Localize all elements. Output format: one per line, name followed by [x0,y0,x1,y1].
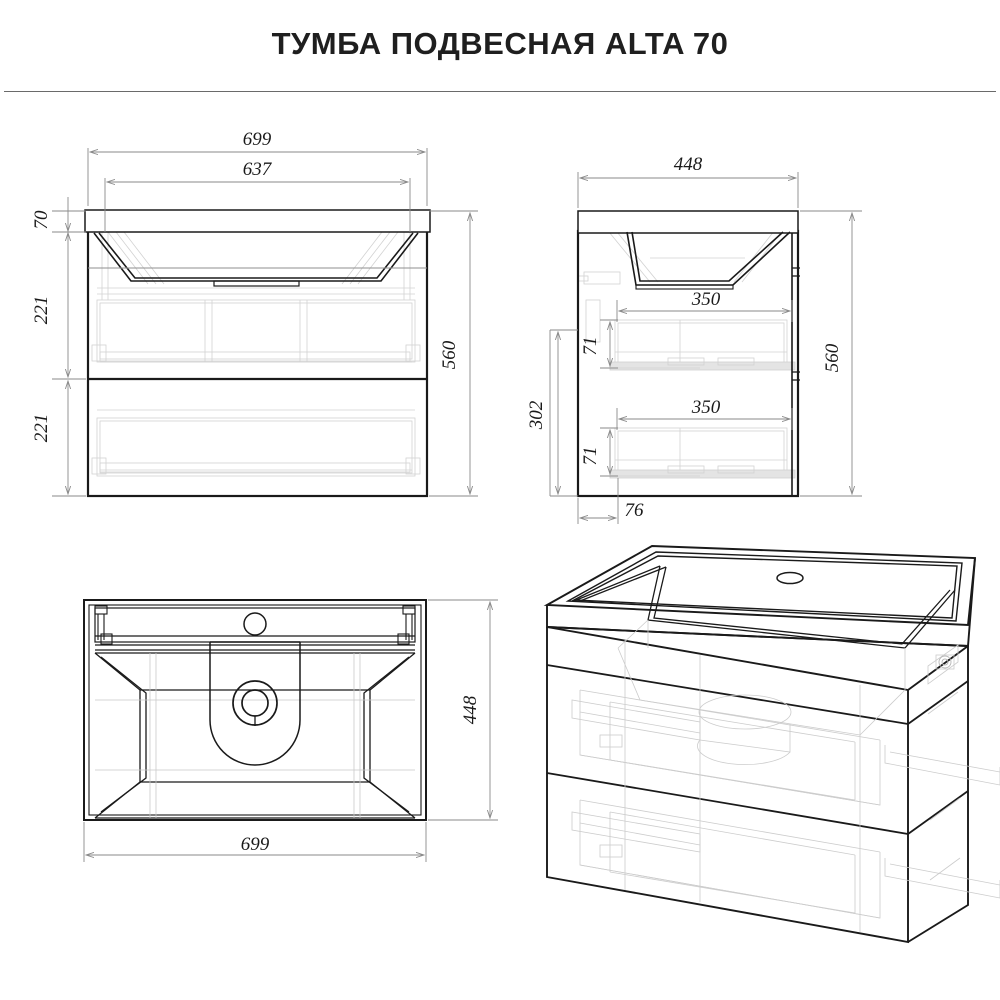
view-top: 699 448 [83,599,498,862]
view-front: 699 637 70 221 221 560 [31,129,478,498]
top-hidden-lines [95,653,415,818]
dim-front-drawer2-height: 221 [31,414,52,443]
top-dimensions [83,599,498,862]
side-dimensions [549,172,862,524]
front-dimension-labels: 699 637 70 221 221 560 [31,129,460,442]
dim-side-overall-height: 560 [822,343,843,372]
side-dimension-labels: 448 350 350 71 71 302 76 560 [526,154,843,521]
faucet-hole-icon [243,612,267,636]
view-isometric [543,545,1000,944]
top-basin-walls [94,652,416,819]
dim-front-countertop-height: 70 [31,210,52,230]
top-carcass-outline [83,599,427,821]
drain-hole-icon [232,680,278,726]
dim-top-overall-depth: 448 [460,695,481,724]
dim-side-drawer1-height: 71 [580,337,601,356]
dim-side-overall-depth: 448 [674,154,703,175]
front-sink-basin [93,232,419,287]
dim-side-base-offset: 76 [625,500,645,521]
dim-side-drawer-span: 302 [526,400,547,430]
dim-front-overall-height: 560 [439,340,460,369]
front-hidden-lines [91,225,421,477]
side-countertop [577,210,799,234]
iso-hardware-icon [938,655,952,669]
top-dimension-labels: 699 448 [241,695,481,855]
top-basin-bowl [209,641,301,766]
iso-faucet-hole-icon [776,571,804,585]
title-divider [4,91,996,92]
front-cabinet-outline [86,229,429,498]
side-sink-basin [626,231,791,290]
side-hidden-lines [577,220,796,479]
side-hanger-marks [792,267,800,381]
iso-cabinet-outline [546,626,969,944]
iso-basin-slope [573,565,956,649]
iso-sink-rim [565,551,963,622]
dim-front-overall-width: 699 [243,129,272,150]
front-countertop [84,209,431,233]
top-corner-brackets [94,605,416,645]
view-side: 448 350 350 71 71 302 76 560 [526,154,862,524]
dim-front-drawer1-height: 221 [31,296,52,325]
top-rear-rail [94,607,416,651]
iso-hidden-lines [571,619,1000,932]
front-dimensions [52,148,478,497]
page-title: ТУМБА ПОДВЕСНАЯ ALTA 70 [271,26,729,61]
dim-side-drawer2-height: 71 [580,447,601,466]
dim-front-inner-width: 637 [243,159,273,180]
iso-drawer-divisions [546,664,969,835]
dim-side-drawer1-depth: 350 [691,289,721,310]
dim-top-overall-width: 699 [241,834,270,855]
dim-side-drawer2-depth: 350 [691,397,721,418]
